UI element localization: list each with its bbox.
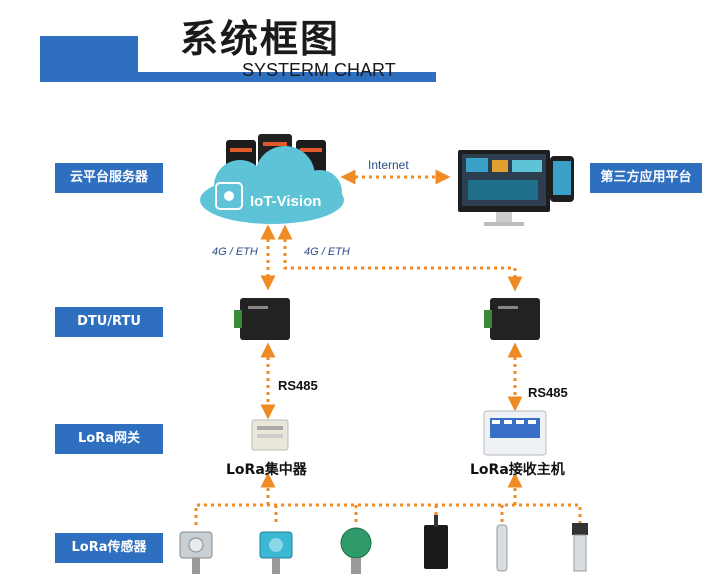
phone-icon <box>550 156 574 202</box>
rs485-label-left: RS485 <box>278 378 318 393</box>
sensor-5-icon <box>496 524 508 572</box>
rs485-label-right: RS485 <box>528 385 568 400</box>
monitor-icon <box>458 150 550 226</box>
sensor-6-icon <box>572 523 588 572</box>
internet-label: Internet <box>368 158 409 172</box>
layer-label-gateway: LoRa网关 <box>55 424 163 454</box>
link-label-right: 4G / ETH <box>304 246 350 258</box>
sensor-2-icon <box>259 531 293 574</box>
cloud-icon <box>200 146 344 224</box>
layer-label-cloud: 云平台服务器 <box>55 163 163 193</box>
cloud-label: IoT-Vision <box>250 193 321 210</box>
concentrator-icon <box>251 419 289 451</box>
receiver-label: LoRa接收主机 <box>470 462 565 478</box>
title-underline <box>138 72 436 82</box>
page-title: 系统框图 <box>180 17 341 61</box>
layer-label-third-party: 第三方应用平台 <box>590 163 702 193</box>
layer-label-dtu: DTU/RTU <box>55 307 163 337</box>
dtu-device-right-icon <box>484 298 540 340</box>
page-subtitle: SYSTERM CHART <box>242 60 396 80</box>
sensor-4-icon <box>424 515 448 569</box>
concentrator-label: LoRa集中器 <box>226 462 307 478</box>
receiver-host-icon <box>483 410 547 456</box>
dtu-device-left-icon <box>234 298 290 340</box>
sensor-3-icon <box>340 527 372 574</box>
sensor-1-icon <box>179 531 213 574</box>
title-accent-block <box>40 36 138 82</box>
layer-label-sensor: LoRa传感器 <box>55 533 163 563</box>
link-label-left: 4G / ETH <box>212 246 258 258</box>
